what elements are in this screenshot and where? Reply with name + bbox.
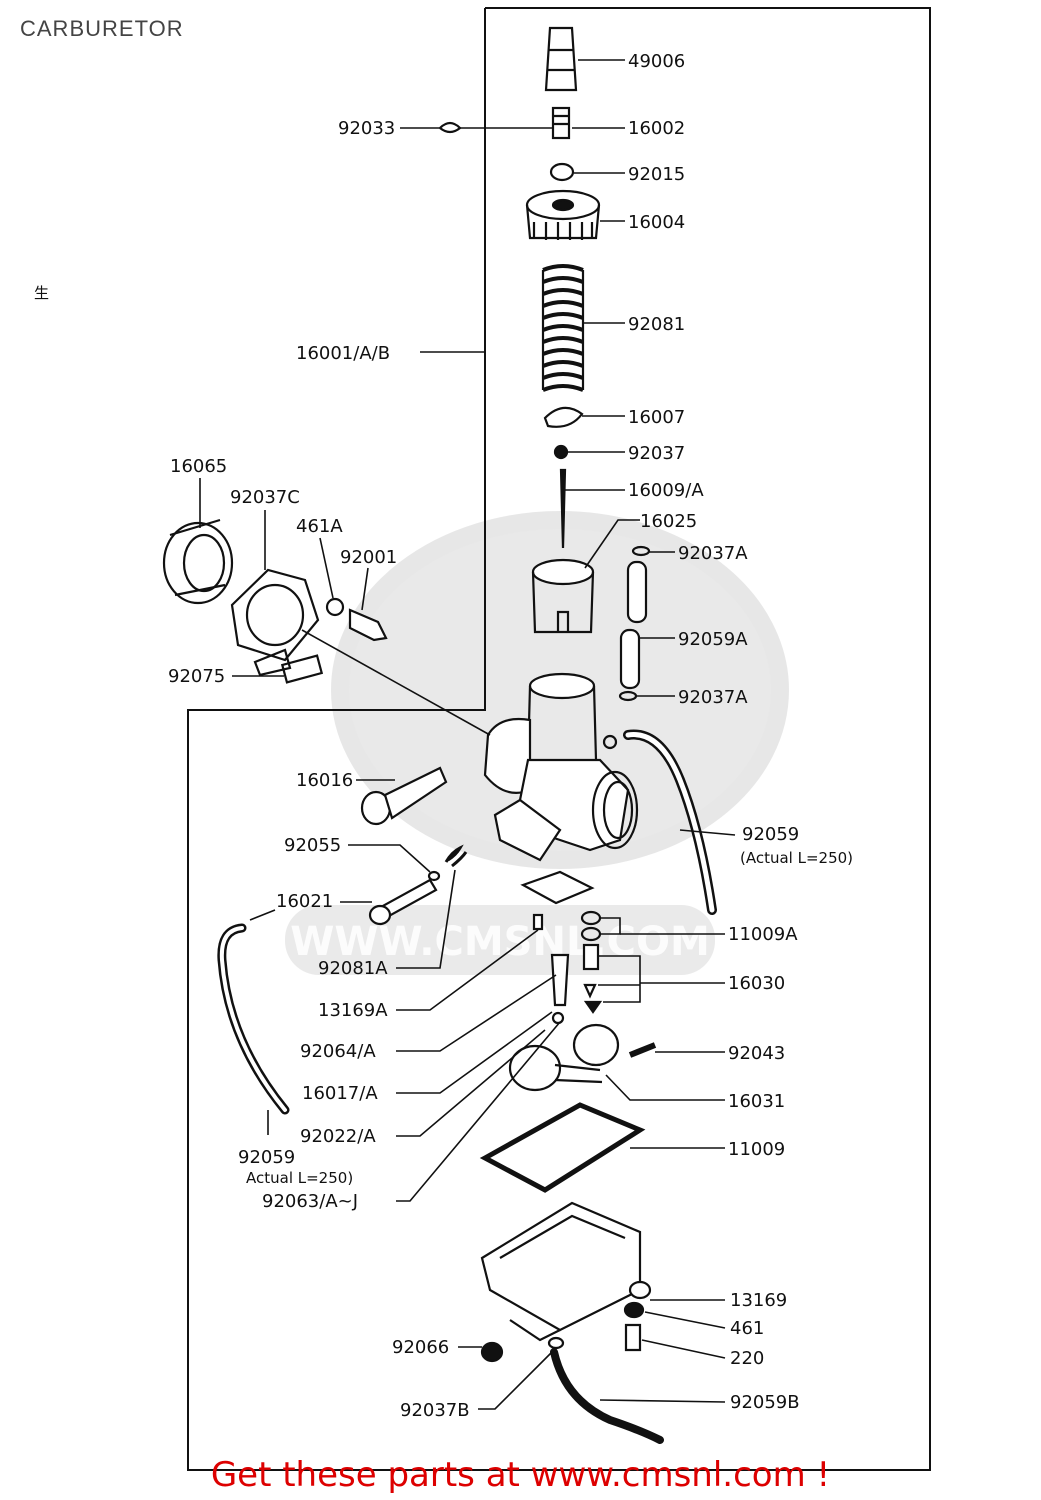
label-92037A-top: 92037A [678, 543, 748, 564]
part-16004-topcap [525, 189, 601, 240]
part-92075-block [280, 654, 324, 684]
label-16009: 16009/A [628, 480, 704, 501]
label-16030: 16030 [728, 973, 785, 994]
label-16031: 16031 [728, 1091, 785, 1112]
group-frame [187, 7, 931, 1471]
leader-lines [199, 59, 736, 1410]
label-92033: 92033 [338, 118, 395, 139]
part-92037-clip [553, 444, 569, 460]
part-92043-pin [628, 1042, 657, 1058]
label-92059-left: 92059 [238, 1147, 295, 1168]
part-16030-jet [582, 943, 600, 971]
part-16031-float [508, 1023, 620, 1092]
label-92059A: 92059A [678, 629, 748, 650]
label-92001: 92001 [340, 547, 397, 568]
part-49006-cap [544, 26, 578, 92]
part-92059-left-hose [217, 923, 290, 1115]
label-220: 220 [730, 1348, 764, 1369]
stray-mark: 生 [34, 284, 49, 302]
label-461: 461 [730, 1318, 764, 1339]
label-92081A: 92081A [318, 958, 388, 979]
label-16017: 16017/A [302, 1083, 378, 1104]
part-92015-nut [549, 162, 575, 182]
label-16002: 16002 [628, 118, 685, 139]
label-92059-left-note: Actual L=250) [246, 1169, 353, 1187]
part-labels: 49006 92033 16002 92015 16004 92081 1600… [34, 51, 853, 1421]
label-461A: 461A [296, 516, 343, 537]
label-92037B: 92037B [400, 1400, 470, 1421]
part-92037B-clip [547, 1336, 565, 1350]
label-92081: 92081 [628, 314, 685, 335]
part-92059A-hose-top [626, 560, 648, 624]
label-16004: 16004 [628, 212, 685, 233]
label-49006: 49006 [628, 51, 685, 72]
part-13169-plug [628, 1280, 652, 1300]
part-92001-screw [348, 608, 388, 642]
part-16016-screw [360, 766, 448, 826]
label-16001: 16001/A/B [296, 343, 390, 364]
part-11009-gasket [479, 1102, 646, 1193]
part-92081-spring [541, 264, 585, 392]
label-92059-right-note: (Actual L=250) [740, 849, 853, 867]
label-16065: 16065 [170, 456, 227, 477]
label-92022: 92022/A [300, 1126, 376, 1147]
label-92066: 92066 [392, 1337, 449, 1358]
label-92015: 92015 [628, 164, 685, 185]
label-92059B: 92059B [730, 1392, 800, 1413]
part-16025-slide [531, 558, 595, 634]
part-92033-clip [439, 121, 462, 134]
label-92059-right: 92059 [742, 824, 799, 845]
part-92066-screw [480, 1341, 504, 1363]
part-92059B-hose [550, 1348, 664, 1444]
label-16016: 16016 [296, 770, 353, 791]
label-92043: 92043 [728, 1043, 785, 1064]
label-92037A-bottom: 92037A [678, 687, 748, 708]
part-16017-needlejet [550, 953, 570, 1007]
label-92055: 92055 [284, 835, 341, 856]
part-16021-screw [368, 878, 438, 926]
part-92037C-clamp [230, 568, 320, 662]
label-16021: 16021 [276, 891, 333, 912]
part-461-washer [623, 1301, 645, 1319]
part-92055-oring [427, 870, 441, 882]
part-float-chamber [480, 1201, 642, 1342]
part-16065-holder [162, 518, 234, 605]
label-92075: 92075 [168, 666, 225, 687]
label-92064: 92064/A [300, 1041, 376, 1062]
label-16007: 16007 [628, 407, 685, 428]
label-13169: 13169 [730, 1290, 787, 1311]
label-13169A: 13169A [318, 1000, 388, 1021]
part-92081A-spring [444, 844, 468, 868]
part-carburetor-body [483, 672, 639, 862]
label-92037C: 92037C [230, 487, 300, 508]
part-16009-needle [559, 468, 567, 549]
part-flange-gasket [520, 870, 595, 905]
label-92037: 92037 [628, 443, 685, 464]
label-16025: 16025 [640, 511, 697, 532]
footer-link-text[interactable]: Get these parts at www.cmsnl.com ! [210, 1455, 831, 1495]
parts [162, 26, 717, 1444]
label-11009A: 11009A [728, 924, 798, 945]
part-461A-washer [325, 597, 345, 617]
part-92059A-hose-bottom [619, 628, 641, 690]
part-220-drain [624, 1323, 642, 1352]
label-11009: 11009 [728, 1139, 785, 1160]
label-92063: 92063/A~J [262, 1191, 358, 1212]
part-92022-washer [551, 1011, 565, 1025]
part-16007-plate [543, 406, 584, 428]
page-title: CARBURETOR [20, 16, 184, 41]
part-92037A-top [631, 545, 651, 557]
part-13169A [532, 913, 544, 931]
part-16002-adjuster [551, 106, 571, 140]
